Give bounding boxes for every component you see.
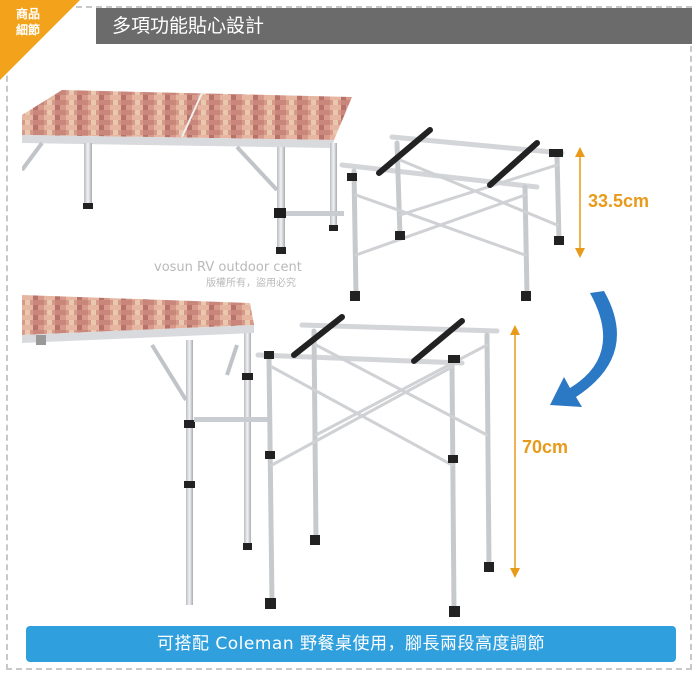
picnic-table-lower [22,295,272,605]
product-illustration: 33.5cm vosun RV outdoor cent 版權所有，盜用必究 [22,90,649,617]
picnic-table-upper [22,90,352,254]
badge-line-1: 商品 [15,7,40,21]
section-title: 多項功能貼心設計 [96,8,692,44]
dimension-70: 70cm [510,325,568,578]
footer-caption: 可搭配 Coleman 野餐桌使用，腳長兩段高度調節 [26,626,676,662]
height-label-short: 33.5cm [588,191,649,211]
dashed-frame [6,6,692,670]
corner-badge-label: 商品 細節 [8,6,48,38]
height-label-tall: 70cm [522,437,568,457]
watermark-line-2: 版權所有，盜用必究 [206,276,296,289]
dimension-33-5: 33.5cm [575,147,649,258]
curved-arrow-icon [550,291,617,407]
badge-line-2: 細節 [15,23,40,37]
watermark-line-1: vosun RV outdoor cent [154,260,302,275]
corner-badge [0,0,80,80]
rack-short [339,127,565,301]
rack-tall [255,314,500,617]
